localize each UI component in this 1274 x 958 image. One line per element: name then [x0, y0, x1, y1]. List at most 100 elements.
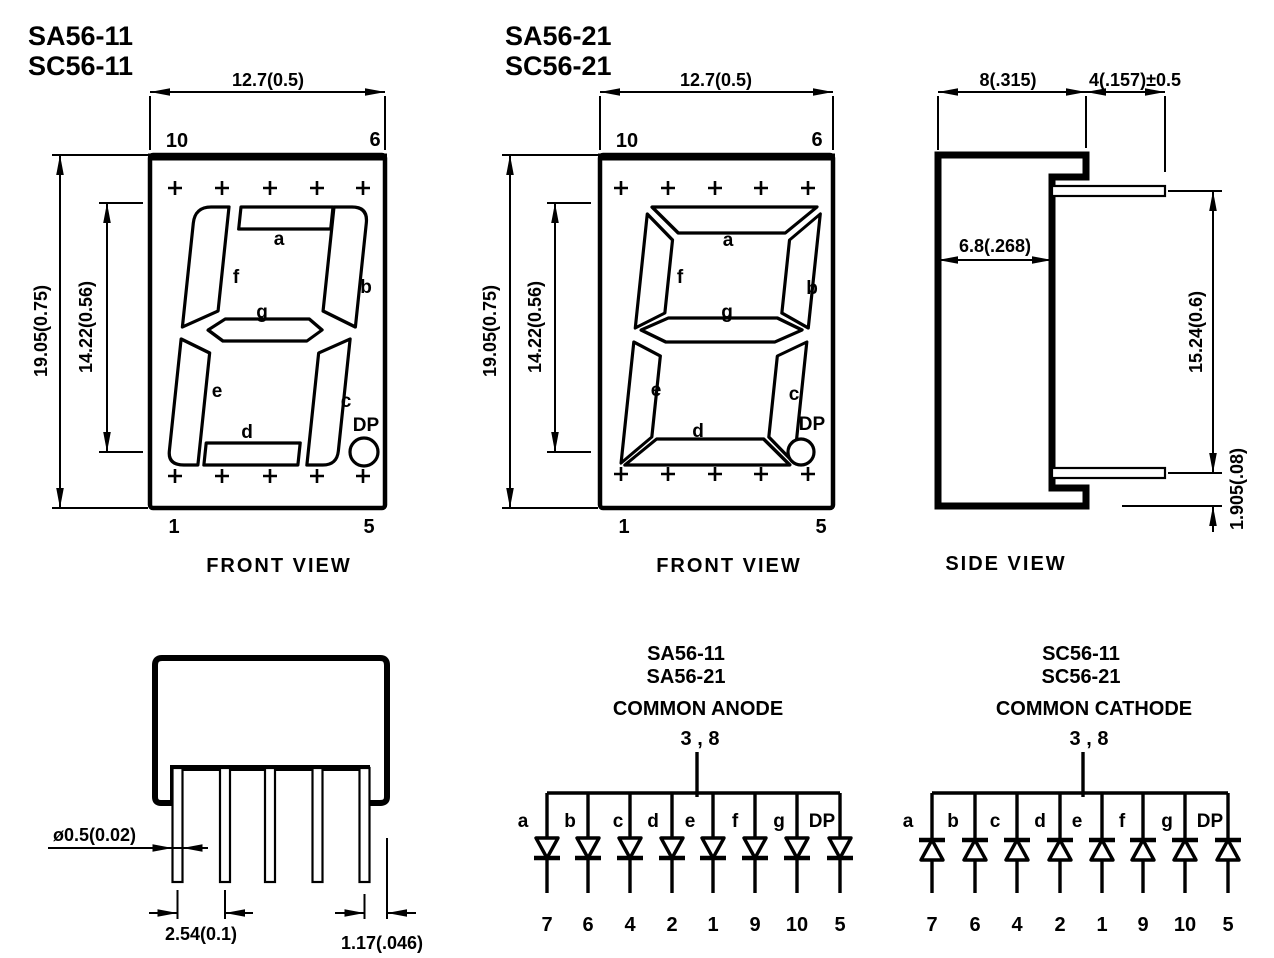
- model-number: SA56-11: [28, 21, 133, 51]
- pin-number: 2: [666, 914, 677, 936]
- lead-3: [263, 766, 277, 884]
- package-side-outline: [934, 151, 1090, 510]
- segment-a-label: a: [274, 229, 285, 250]
- seven-segment-digit: [619, 205, 822, 467]
- segment-d-label: d: [241, 422, 253, 443]
- common-anode-schematic: SA56-11 SA56-21 COMMON ANODE 3 , 8 a b c…: [518, 643, 853, 936]
- segment-g-label: g: [721, 302, 733, 323]
- model-number: SA56-21: [505, 21, 612, 51]
- pin-number: 5: [834, 914, 845, 936]
- segment-d-label: d: [692, 421, 704, 442]
- dim-pitch-label: 2.54(0.1): [165, 924, 237, 944]
- segment-label: e: [1072, 811, 1083, 832]
- model-number: SA56-11: [647, 643, 725, 665]
- segment-e-shape: [619, 340, 662, 465]
- segment-g-shape: [206, 317, 324, 343]
- pin-number-bottom-right: 5: [815, 516, 826, 538]
- front-view-1: SA56-11 SC56-11 12.7(0.5) 19.05(0.75) 14…: [28, 21, 388, 577]
- segment-a-shape: [237, 205, 335, 231]
- dim-digit-height-label: 14.22(0.56): [76, 281, 96, 373]
- segment-label: f: [1119, 811, 1126, 832]
- dim-depth-label: 8(.315): [979, 70, 1036, 90]
- segment-c-label: c: [341, 391, 352, 412]
- pin-number: 2: [1054, 914, 1065, 936]
- segment-d-shape: [202, 441, 302, 467]
- lead-5: [358, 766, 371, 884]
- decimal-point-label: DP: [799, 414, 826, 435]
- decimal-point-label: DP: [353, 415, 380, 436]
- segment-label: a: [903, 811, 914, 832]
- segment-label: g: [1161, 811, 1173, 832]
- segment-label: a: [518, 811, 529, 832]
- dim-case-depth-label: 6.8(.268): [959, 236, 1031, 256]
- dim-width-label: 12.7(0.5): [232, 70, 304, 90]
- view-caption: FRONT VIEW: [656, 555, 802, 577]
- pin-number-bottom-left: 1: [618, 516, 629, 538]
- pin-number-bottom-right: 5: [363, 516, 374, 538]
- dim-digit-height-label: 14.22(0.56): [525, 281, 545, 373]
- segment-b-shape: [321, 205, 369, 329]
- model-number: SC56-21: [1042, 666, 1121, 688]
- dim-lead-length-label: 4(.157)±0.5: [1089, 70, 1181, 90]
- segment-b-shape: [780, 212, 822, 330]
- pin-number: 10: [1174, 914, 1196, 936]
- front-view-2: SA56-21 SC56-21 12.7(0.5) 19.05(0.75) 14…: [480, 21, 836, 577]
- pin-number: 10: [786, 914, 808, 936]
- segment-label: d: [647, 811, 659, 832]
- pin-number: 5: [1222, 914, 1233, 936]
- pin-number: 9: [1137, 914, 1148, 936]
- segment-f-label: f: [677, 267, 684, 288]
- segment-c-shape: [767, 340, 809, 465]
- dim-height-label: 19.05(0.75): [31, 285, 51, 377]
- dim-edge-offset-label: 1.17(.046): [341, 933, 423, 953]
- segment-label: f: [732, 811, 739, 832]
- segment-b-label: b: [360, 277, 372, 298]
- pin-number: 6: [969, 914, 980, 936]
- common-pin-numbers: 3 , 8: [1070, 728, 1109, 750]
- seven-segment-digit: [167, 205, 369, 467]
- segment-f-shape: [633, 212, 675, 330]
- pin-number-top-left: 10: [616, 130, 638, 152]
- lead-4: [311, 766, 324, 884]
- view-caption: SIDE VIEW: [945, 553, 1066, 575]
- segment-label: b: [947, 811, 959, 832]
- common-pin-numbers: 3 , 8: [681, 728, 720, 750]
- segment-g-shape: [639, 316, 804, 344]
- diodes: [534, 793, 853, 893]
- model-number: SA56-21: [647, 666, 726, 688]
- side-view: 8(.315) 4(.157)±0.5 6.8(.268) 15.24(0.6)…: [934, 70, 1247, 575]
- top-lead: [1050, 184, 1167, 198]
- segment-label: c: [990, 811, 1001, 832]
- pin-number-bottom-left: 1: [168, 516, 179, 538]
- schematic-subtitle: COMMON CATHODE: [996, 698, 1192, 720]
- bottom-lead: [1050, 466, 1167, 480]
- segment-b-label: b: [806, 278, 818, 299]
- decimal-point-shape: [786, 437, 816, 467]
- pin-number: 1: [1096, 914, 1107, 936]
- dim-lead-offset-label: 1.905(.08): [1227, 448, 1247, 530]
- segment-label: b: [564, 811, 576, 832]
- pin-number-top-right: 6: [811, 129, 822, 151]
- diodes: [919, 793, 1241, 893]
- segment-e-label: e: [212, 381, 223, 402]
- segment-label: DP: [1197, 811, 1224, 832]
- model-number: SC56-11: [1042, 643, 1120, 665]
- pin-number: 9: [749, 914, 760, 936]
- dim-width-label: 12.7(0.5): [680, 70, 752, 90]
- segment-d-shape: [623, 437, 792, 467]
- segment-f-label: f: [233, 267, 240, 288]
- pin-number: 1: [707, 914, 718, 936]
- view-caption: FRONT VIEW: [206, 555, 352, 577]
- dim-lead-diameter-label: ø0.5(0.02): [53, 825, 136, 845]
- pin-number: 6: [582, 914, 593, 936]
- dim-height-label: 19.05(0.75): [480, 285, 500, 377]
- segment-g-label: g: [256, 302, 268, 323]
- segment-a-shape: [650, 205, 819, 235]
- pin-number: 4: [1011, 914, 1023, 936]
- segment-label: e: [685, 811, 696, 832]
- lead-1: [171, 766, 184, 884]
- segment-f-shape: [180, 205, 231, 329]
- segment-e-shape: [167, 337, 212, 467]
